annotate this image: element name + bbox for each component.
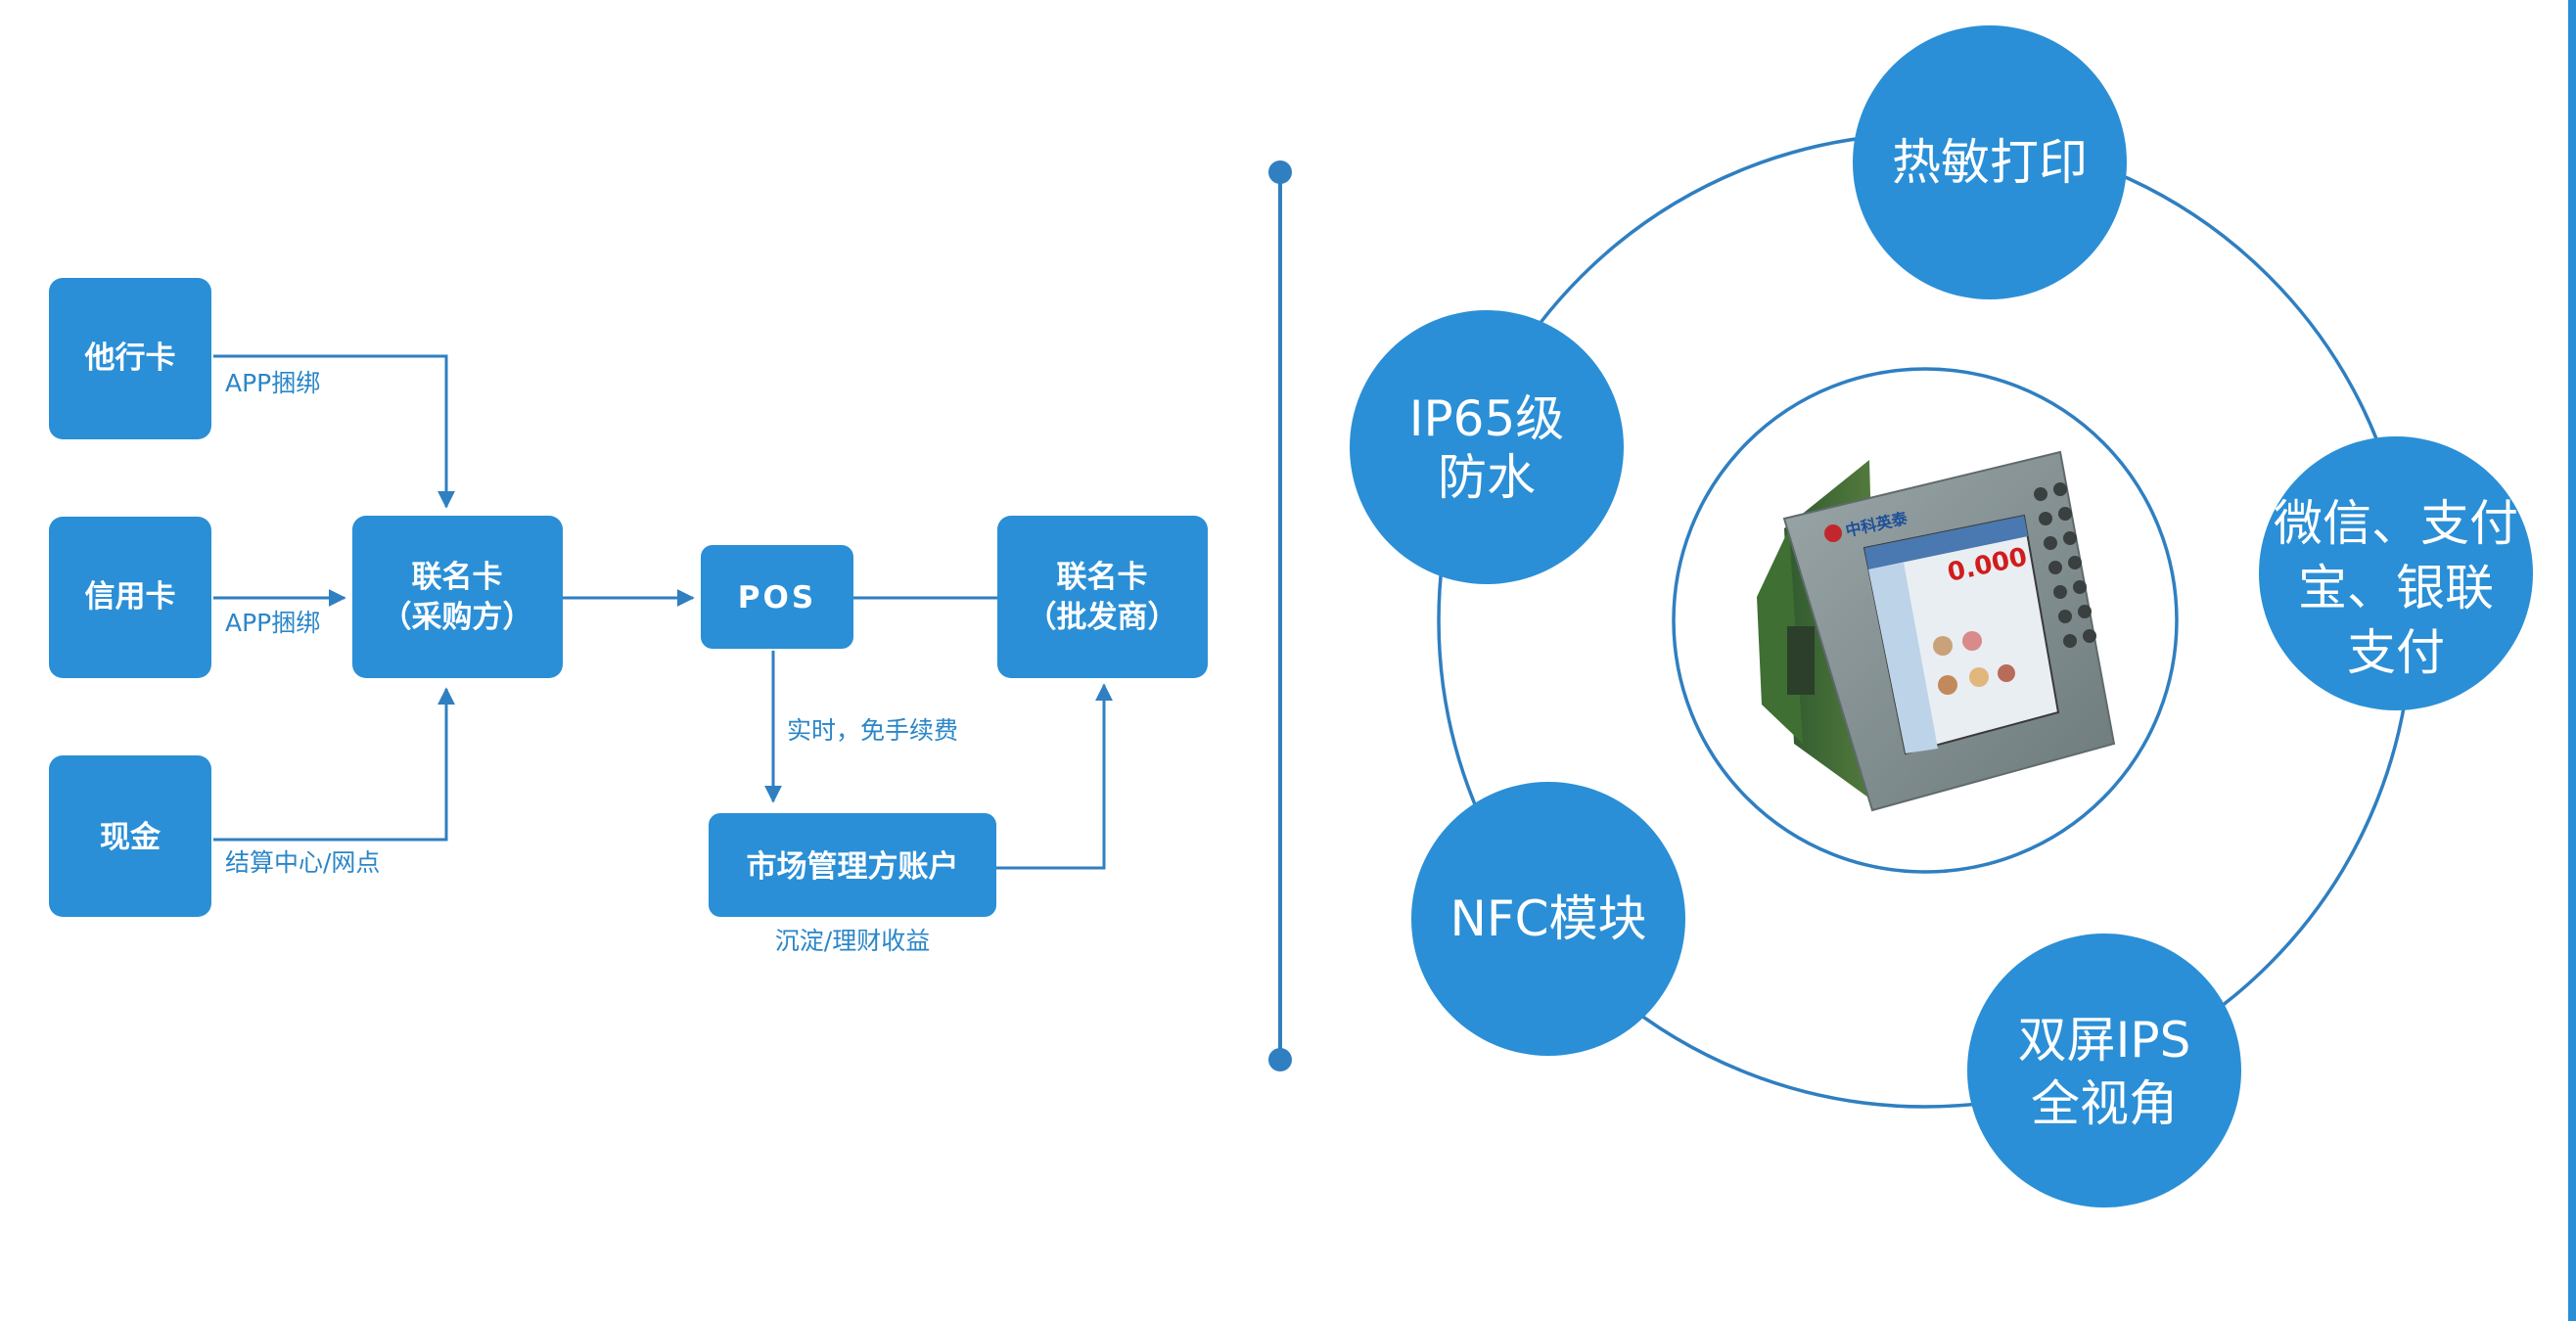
- pos-device-image: 0.000 中科英泰: [1757, 450, 2116, 812]
- flow-diagram: 他行卡 信用卡 现金 联名卡 （采购方） POS 联名卡 （批发商） 市场管理方…: [49, 278, 1208, 955]
- node-label: 市场管理方账户: [747, 849, 959, 885]
- node-label-line2: （采购方）: [382, 600, 533, 635]
- edge-label-app-bind-1: APP捆绑: [225, 369, 320, 397]
- edge-label-realtime: 实时，免手续费: [787, 716, 958, 745]
- edge-label-deposit: 沉淀/理财收益: [775, 927, 930, 955]
- feature-label-line3: 支付: [2347, 624, 2445, 681]
- feature-label-line1: 微信、支付: [2274, 495, 2518, 552]
- edge-label-app-bind-2: APP捆绑: [225, 609, 320, 637]
- edge-market-to-wholesaler: [996, 683, 1113, 870]
- feature-label-line2: 防水: [1438, 449, 1536, 506]
- node-label: POS: [738, 580, 816, 615]
- node-label: 现金: [100, 820, 161, 855]
- feature-label-line1: IP65级: [1409, 390, 1565, 447]
- edge-other-bank-to-cobrand: [213, 354, 455, 509]
- feature-label-line1: 热敏打印: [1892, 134, 2088, 191]
- node-label-line2: （批发商）: [1027, 600, 1178, 635]
- node-cobrand-wholesaler: 联名卡 （批发商）: [997, 516, 1208, 678]
- feature-label-line2: 宝、银联: [2298, 560, 2494, 616]
- device-keypad: [2034, 482, 2096, 648]
- feature-label-line1: 双屏IPS: [2018, 1012, 2191, 1069]
- node-label-line1: 联名卡: [412, 560, 503, 595]
- node-label: 他行卡: [84, 341, 176, 376]
- feature-nfc: NFC模块: [1411, 782, 1685, 1056]
- feature-dual-screen: 双屏IPS 全视角: [1967, 934, 2241, 1207]
- feature-thermal-print: 热敏打印: [1853, 25, 2127, 299]
- feature-ring: 0.000 中科英泰 热敏打印: [1350, 25, 2533, 1207]
- feature-label-line2: 全视角: [2031, 1075, 2178, 1132]
- node-market-account: 市场管理方账户: [709, 813, 996, 917]
- node-credit-card: 信用卡: [49, 517, 211, 678]
- edge-label-settlement: 结算中心/网点: [225, 848, 380, 877]
- right-edge-bar: [2568, 0, 2576, 1321]
- flow-connectors: [213, 354, 1113, 870]
- edge-cash-to-cobrand: [213, 687, 455, 842]
- node-cash: 现金: [49, 755, 211, 917]
- feature-label-line1: NFC模块: [1449, 890, 1646, 947]
- node-label-line1: 联名卡: [1057, 560, 1148, 595]
- node-label: 信用卡: [85, 579, 176, 615]
- feature-payment: 微信、支付 宝、银联 支付: [2259, 436, 2533, 710]
- feature-ip65: IP65级 防水: [1350, 310, 1624, 584]
- node-cobrand-buyer: 联名卡 （采购方）: [352, 516, 563, 678]
- node-other-bank-card: 他行卡: [49, 278, 211, 439]
- inner-ring: [1672, 367, 2179, 874]
- node-pos: POS: [701, 545, 853, 649]
- vertical-divider: [1268, 160, 1292, 1071]
